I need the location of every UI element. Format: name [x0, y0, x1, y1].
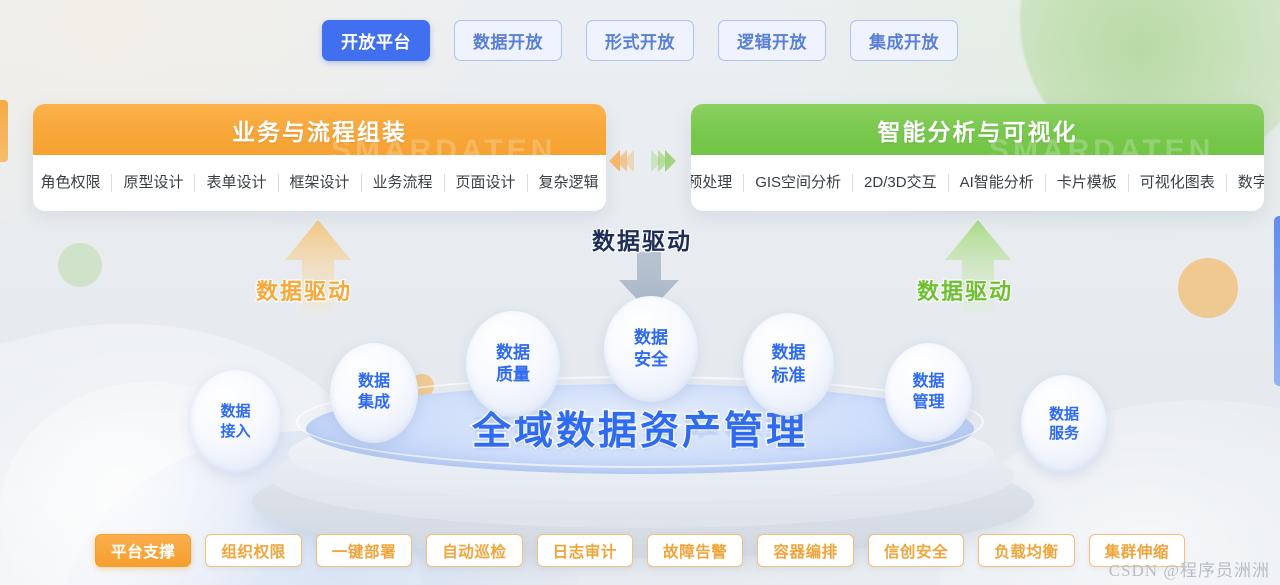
tag-label: 负载均衡 — [994, 543, 1059, 561]
card-right-header: SMARDATEN 智能分析与可视化 — [691, 104, 1264, 155]
card-business-process: SMARDATEN 业务与流程组装 角色权限 原型设计 表单设计 框架设计 业务… — [33, 104, 606, 211]
bubble-line-2: 接入 — [220, 422, 251, 440]
tag-label: 一键部署 — [331, 543, 397, 561]
driver-label-left: 数据驱动 — [256, 279, 353, 304]
tag-org-permission[interactable]: 组织权限 — [205, 534, 302, 567]
tab-label: 数据开放 — [473, 33, 543, 52]
tab-label: 集成开放 — [869, 33, 939, 52]
bubble-line-2: 集成 — [357, 394, 390, 411]
bubble-line-2: 服务 — [1048, 425, 1079, 442]
card-left-header: SMARDATEN 业务与流程组装 — [33, 104, 606, 155]
bubble-data-service[interactable]: 数据 服务 — [1021, 375, 1107, 473]
tab-open-platform[interactable]: 开放平台 — [322, 20, 430, 61]
bubble-line-1: 数据 — [634, 327, 668, 347]
decorative-circle-green-left — [58, 243, 102, 287]
chip-form-design[interactable]: 表单设计 — [195, 174, 279, 192]
card-right-body: 数据预处理 GIS空间分析 2D/3D交互 AI智能分析 卡片模板 可视化图表 … — [691, 155, 1264, 211]
chip-card-template[interactable]: 卡片模板 — [1046, 174, 1129, 192]
chevron-left-icon — [623, 150, 634, 172]
tab-logic-open[interactable]: 逻辑开放 — [718, 20, 826, 61]
bubble-line-1: 数据 — [912, 372, 945, 390]
tag-auto-inspection[interactable]: 自动巡检 — [426, 534, 523, 567]
tag-label: 自动巡检 — [442, 543, 507, 561]
bottom-tag-row: 平台支撑 组织权限 一键部署 自动巡检 日志审计 故障告警 容器编排 信创安全 … — [0, 534, 1280, 567]
bubble-line-1: 数据 — [1048, 405, 1079, 423]
bubble-data-management[interactable]: 数据 管理 — [885, 343, 972, 442]
bubble-data-access[interactable]: 数据 接入 — [190, 370, 281, 473]
tag-label: 平台支撑 — [110, 543, 176, 561]
decorative-circle-orange-right — [1178, 258, 1238, 318]
chip-digital-twin[interactable]: 数字孪生 — [1237, 174, 1264, 191]
bubble-data-quality[interactable]: 数据 质量 — [466, 311, 560, 417]
tab-label: 逻辑开放 — [737, 33, 807, 52]
tag-container-orchestration[interactable]: 容器编排 — [757, 534, 854, 567]
tag-label: 信创安全 — [883, 543, 949, 561]
top-tab-bar: 开放平台 数据开放 形式开放 逻辑开放 集成开放 — [0, 20, 1280, 61]
card-right-title: 智能分析与可视化 — [877, 118, 1078, 145]
card-left-body: 角色权限 原型设计 表单设计 框架设计 业务流程 页面设计 复杂逻辑 — [33, 155, 606, 211]
chip-2d-3d-interact[interactable]: 2D/3D交互 — [853, 174, 949, 192]
bubble-data-integration[interactable]: 数据 集成 — [330, 343, 418, 443]
card-left-watermark: SMARDATEN — [330, 133, 557, 155]
bubble-line-1: 数据 — [220, 403, 251, 420]
chip-complex-logic[interactable]: 复杂逻辑 — [538, 174, 599, 191]
bubble-line-2: 质量 — [496, 365, 530, 384]
decorative-bar-blue-right — [1274, 216, 1280, 386]
tag-one-click-deploy[interactable]: 一键部署 — [315, 534, 413, 567]
tag-label: 日志审计 — [552, 543, 617, 561]
card-left-chip-list: 角色权限 原型设计 表单设计 框架设计 业务流程 页面设计 复杂逻辑 — [33, 174, 606, 192]
driver-label-center: 数据驱动 — [592, 228, 692, 254]
tab-label: 形式开放 — [605, 33, 675, 52]
bubble-data-standard[interactable]: 数据 标准 — [743, 313, 834, 416]
chip-framework-design[interactable]: 框架设计 — [279, 174, 362, 192]
csdn-watermark: CSDN @程序员洲洲 — [1108, 561, 1270, 580]
chip-visual-chart[interactable]: 可视化图表 — [1129, 174, 1227, 192]
chip-data-preprocess[interactable]: 数据预处理 — [691, 174, 745, 192]
chevron-left-icon — [609, 150, 620, 172]
bubble-line-2: 安全 — [634, 350, 668, 369]
tab-form-open[interactable]: 形式开放 — [586, 20, 694, 61]
chip-ai-analysis[interactable]: AI智能分析 — [949, 174, 1046, 192]
chevron-right-group — [651, 150, 676, 172]
card-left-title: 业务与流程组装 — [232, 118, 407, 145]
decorative-bar-orange-left — [0, 100, 8, 162]
arrow-up-green-icon — [943, 218, 1013, 314]
tag-platform-support[interactable]: 平台支撑 — [94, 534, 192, 567]
driver-label-right: 数据驱动 — [917, 279, 1014, 304]
card-analysis-visualization: SMARDATEN 智能分析与可视化 数据预处理 GIS空间分析 2D/3D交互… — [691, 104, 1264, 211]
bubble-line-1: 数据 — [771, 343, 806, 363]
chevron-left-group — [609, 150, 634, 172]
tag-label: 容器编排 — [773, 543, 838, 561]
chip-prototype-design[interactable]: 原型设计 — [112, 174, 196, 192]
bubble-line-1: 数据 — [357, 373, 390, 391]
tag-label: 故障告警 — [663, 543, 728, 561]
arrow-down-gray-icon — [615, 252, 683, 314]
tag-load-balance[interactable]: 负载均衡 — [978, 534, 1075, 567]
chevron-right-icon — [658, 150, 669, 172]
bubble-line-2: 标准 — [771, 365, 806, 385]
tag-label: 组织权限 — [221, 543, 286, 561]
tag-log-audit[interactable]: 日志审计 — [536, 534, 633, 567]
tab-label: 开放平台 — [341, 33, 411, 52]
card-right-chip-list: 数据预处理 GIS空间分析 2D/3D交互 AI智能分析 卡片模板 可视化图表 … — [691, 174, 1264, 192]
chip-gis-analysis[interactable]: GIS空间分析 — [744, 174, 854, 192]
chevron-right-icon — [665, 150, 676, 172]
tag-fault-alarm[interactable]: 故障告警 — [647, 534, 744, 567]
tag-xinchuang-security[interactable]: 信创安全 — [867, 534, 965, 567]
bubble-data-security[interactable]: 数据 安全 — [604, 296, 698, 402]
tab-integration-open[interactable]: 集成开放 — [850, 20, 958, 61]
chip-page-design[interactable]: 页面设计 — [445, 174, 528, 192]
bubble-line-1: 数据 — [496, 342, 530, 362]
tab-data-open[interactable]: 数据开放 — [454, 20, 562, 61]
page-title: 全域数据资产管理 — [470, 409, 808, 455]
chevron-right-icon — [651, 150, 662, 172]
bubble-line-2: 管理 — [912, 393, 945, 411]
chevron-left-icon — [616, 150, 627, 172]
chip-business-flow[interactable]: 业务流程 — [362, 174, 445, 192]
chip-role-permission[interactable]: 角色权限 — [33, 174, 113, 192]
